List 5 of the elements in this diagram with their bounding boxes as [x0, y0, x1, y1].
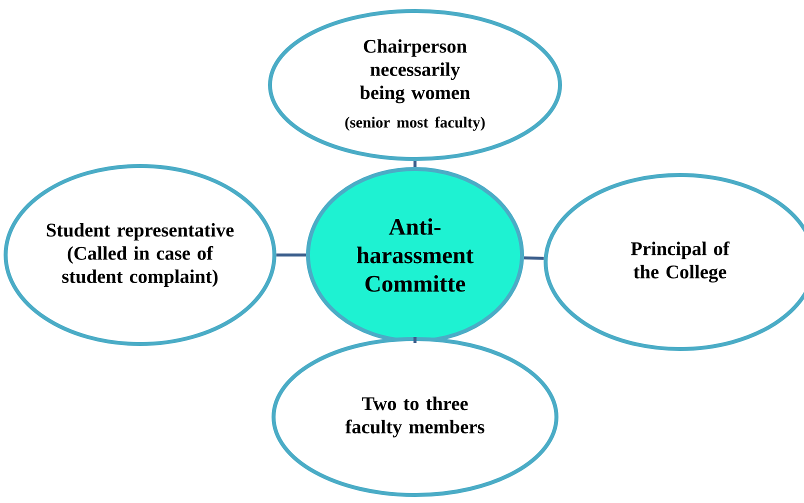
connector-line: [276, 254, 306, 256]
connector-line: [414, 161, 416, 167]
connector-line: [414, 337, 416, 343]
connector-line: [524, 256, 544, 260]
node-label: Two to three faculty members: [345, 396, 484, 438]
